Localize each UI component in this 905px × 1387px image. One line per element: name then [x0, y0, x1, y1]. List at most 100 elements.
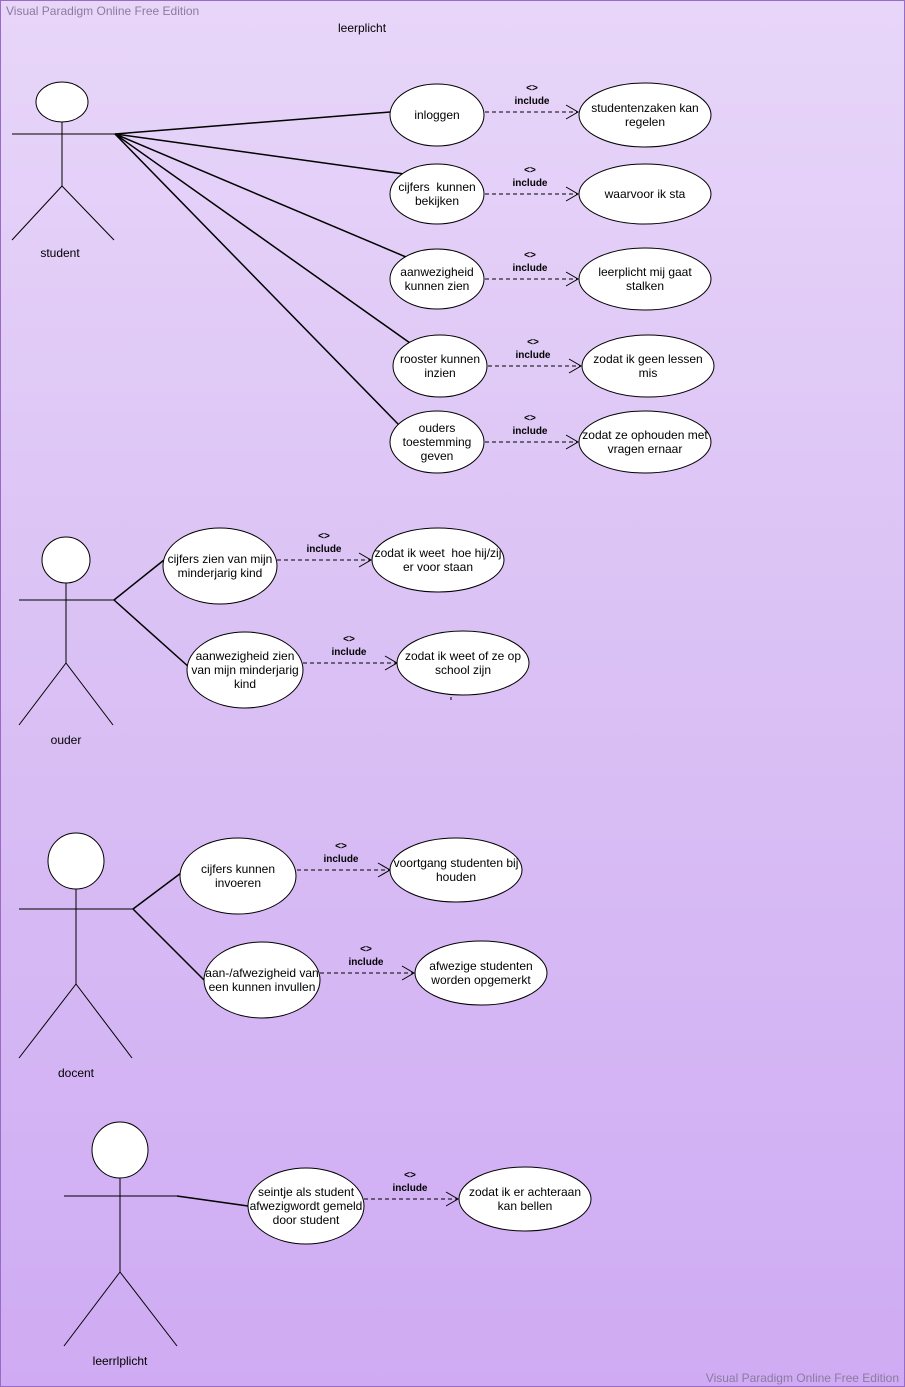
actor-label-student: student [40, 246, 80, 260]
include-dependencies: <> include <> include <> include <> incl… [277, 83, 582, 1207]
usecase-label: zodat ik weet of ze op [405, 649, 521, 663]
association-line [114, 111, 391, 135]
include-label: include [512, 426, 547, 437]
include-stereotype-mark: <> [360, 944, 372, 955]
usecase-label: een kunnen invullen [209, 980, 316, 994]
usecase-ellipse [581, 334, 715, 398]
usecase-ellipse [389, 163, 485, 225]
usecase-label: rooster kunnen [400, 352, 480, 366]
usecase-ellipse [578, 247, 712, 311]
association-line [132, 908, 205, 981]
usecase-ellipse [396, 630, 530, 696]
include-stereotype-mark: <> [524, 250, 536, 261]
usecase-ellipse [389, 83, 485, 147]
usecase-ellipse [389, 837, 523, 903]
usecase-label: er voor staan [403, 560, 473, 574]
usecase-label: cijfers zien van mijn [168, 552, 273, 566]
include-inloggen: <> include [485, 83, 579, 120]
usecase-label: houden [436, 870, 476, 884]
usecase-label: geven [421, 449, 454, 463]
actor-docent[interactable]: docent [18, 832, 133, 1080]
include-stereotype-mark: <> [524, 165, 536, 176]
include-stereotype-mark: <> [524, 413, 536, 424]
include-stereotype-mark: <> [404, 1170, 416, 1181]
watermark-top: Visual Paradigm Online Free Edition [6, 4, 200, 18]
actor-head [41, 536, 91, 584]
usecase-label: kan bellen [498, 1199, 553, 1213]
usecase-label: zodat ik weet hoe hij/zij [375, 546, 502, 560]
association-line [114, 133, 407, 258]
usecase-label: inzien [424, 366, 455, 380]
usecase-label: voortgang studenten bij [394, 856, 519, 870]
usecase-label: vragen ernaar [608, 442, 683, 456]
usecase-ellipse [179, 837, 297, 915]
include-label: include [306, 544, 341, 555]
include-seintje: <> include [364, 1170, 459, 1207]
include-cijfers-bekijken: <> include [485, 165, 579, 202]
usecase-ellipse [392, 334, 488, 398]
usecase-label: cijfers kunnen [398, 180, 475, 194]
include-stereotype-mark: <> [343, 634, 355, 645]
usecase-label: cijfers kunnen [201, 862, 275, 876]
usecase-label: aan-/afwezigheid van [205, 966, 318, 980]
usecase-ellipse [389, 248, 485, 310]
usecase-label: bekijken [415, 194, 459, 208]
actor-label-leerplicht: leerrlplicht [93, 1354, 148, 1368]
usecase-ellipse [458, 1166, 592, 1232]
actor-ouder[interactable]: ouder [18, 536, 114, 747]
actor-label-ouder: ouder [51, 733, 82, 747]
actor-student[interactable]: student [11, 81, 115, 260]
association-line [113, 599, 191, 669]
include-label: include [323, 854, 358, 865]
include-label: include [515, 350, 550, 361]
usecase-label: zodat ik er achteraan [469, 1185, 581, 1199]
actor-head [47, 832, 105, 890]
include-label: include [512, 178, 547, 189]
usecase-label: seintje als student [258, 1185, 355, 1199]
usecase-label: invoeren [215, 876, 261, 890]
usecase-label: kind [234, 677, 256, 691]
usecase-label: afwezige studenten [429, 959, 532, 973]
usecase-inloggen[interactable]: inloggen [389, 83, 485, 147]
usecase-ellipse [371, 527, 505, 593]
include-label: include [514, 96, 549, 107]
association-line [114, 133, 399, 425]
include-cijfers-invoeren: <> include [297, 841, 391, 878]
usecase-label: kunnen zien [405, 279, 470, 293]
usecase-label: zodat ik geen lessen [593, 352, 702, 366]
usecase-label: aanwezigheid [400, 265, 473, 279]
usecase-label: waarvoor ik sta [604, 187, 686, 201]
usecase-waarvoor-ik-sta[interactable]: waarvoor ik sta [578, 163, 712, 225]
usecase-ellipse [578, 410, 712, 474]
include-stereotype-mark: <> [318, 531, 330, 542]
usecase-label: aanwezigheid zien [196, 649, 295, 663]
usecase-ellipse [247, 1167, 365, 1245]
actor-leerplicht[interactable]: leerrlplicht [63, 1121, 178, 1368]
actor-label-docent: docent [58, 1066, 95, 1080]
usecase-label: stalken [626, 279, 664, 293]
include-stereotype-mark: <> [526, 83, 538, 94]
include-stereotype-mark: <> [335, 841, 347, 852]
usecase-ellipse [203, 941, 321, 1019]
usecase-label: mis [639, 366, 658, 380]
